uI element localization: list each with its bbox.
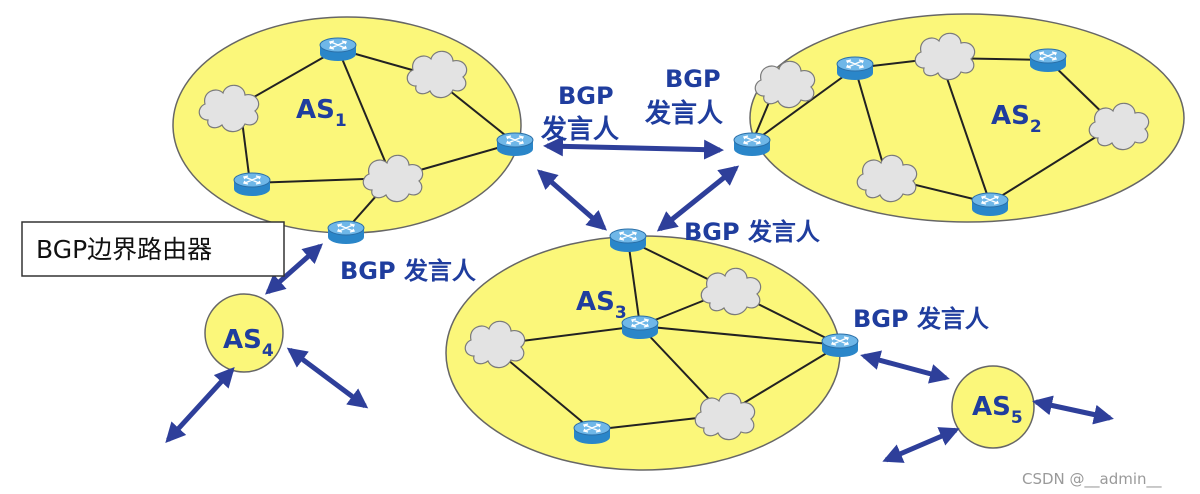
as4-region: [204, 293, 284, 373]
speaker-label-as1-line1: BGP: [558, 82, 614, 110]
callout-box: [21, 221, 285, 277]
double-arrow: [656, 165, 740, 232]
speaker-label-as1-line2: 发言人: [540, 114, 619, 145]
router-icon: [496, 132, 534, 157]
router-icon: [836, 56, 874, 81]
watermark: CSDN @__admin__: [1022, 470, 1162, 489]
router-icon: [327, 220, 365, 245]
speaker-label-as4: BGP 发言人: [340, 257, 476, 285]
router-icon: [233, 172, 271, 197]
double-arrow: [1032, 395, 1114, 425]
speaker-label-as2-line1: BGP: [665, 65, 721, 93]
double-arrow: [165, 367, 235, 443]
speaker-label-as2-line2: 发言人: [644, 98, 723, 129]
router-icon: [821, 333, 859, 358]
router-icon: [621, 315, 659, 340]
double-arrow: [286, 347, 369, 409]
as4-label: AS4: [223, 325, 274, 361]
callout-text: BGP边界路由器: [36, 235, 212, 264]
speaker-label-as3-right: BGP 发言人: [853, 305, 989, 333]
double-arrow: [860, 350, 950, 384]
double-arrow: [882, 427, 960, 463]
router-icon: [971, 192, 1009, 217]
inter-as-arrows: [165, 136, 1114, 463]
as3-label: AS3: [576, 287, 627, 323]
double-arrow: [265, 243, 323, 295]
router-icon: [609, 228, 647, 253]
double-arrow: [536, 169, 608, 231]
double-arrow: [543, 136, 724, 160]
router-icon: [319, 37, 357, 62]
router-icon: [733, 132, 771, 157]
speaker-label-as3-top: BGP 发言人: [684, 218, 820, 246]
router-icon: [1029, 48, 1067, 73]
as5-label: AS5: [972, 392, 1023, 428]
as1-label: AS1: [296, 95, 347, 131]
router-icon: [573, 420, 611, 445]
as2-label: AS2: [991, 101, 1042, 137]
